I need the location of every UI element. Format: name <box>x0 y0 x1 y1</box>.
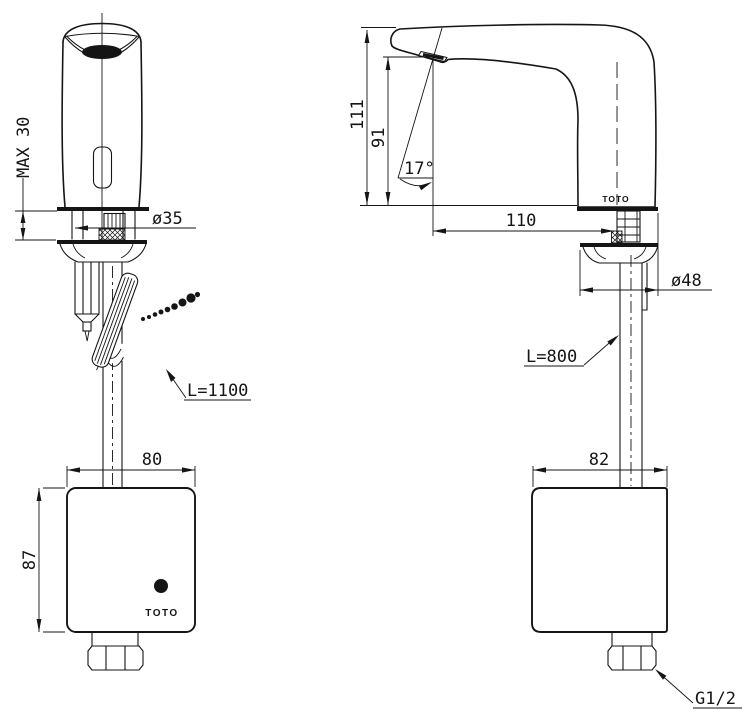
faucet-body-side: TOTO <box>390 23 658 211</box>
controller-box-front: TOTO <box>66 487 196 671</box>
spout-angle-dimension: 17° <box>404 159 435 179</box>
hex-fitting-side <box>607 645 657 671</box>
flange-trumpet-side <box>582 246 659 264</box>
stream-angle-line <box>397 27 443 179</box>
sensor-window <box>92 146 113 189</box>
mounting-hardware-side <box>580 210 659 264</box>
flange-bar-front <box>57 240 147 244</box>
controller-box-side <box>531 487 668 671</box>
spout-reach-dimension: 110 <box>506 211 537 231</box>
spout-outlet-front <box>82 45 122 59</box>
box-width-dimension-side: 82 <box>589 450 609 470</box>
flange-diameter-dimension: ø48 <box>671 271 702 291</box>
supply-pipe-side <box>619 255 648 489</box>
outlet-height-dimension: 91 <box>369 128 389 148</box>
total-height-dimension: 111 <box>348 99 368 130</box>
thread-size-label: G1/2 <box>695 689 736 709</box>
body-base-bar <box>57 207 149 211</box>
body-base-bar-side <box>577 207 658 211</box>
led-indicator <box>154 579 168 593</box>
box-width-dimension-front: 80 <box>142 450 162 470</box>
controller-box-outline <box>66 487 196 633</box>
packing-hatch-side <box>611 230 623 244</box>
brand-logo-front: TOTO <box>145 608 178 619</box>
brand-logo-side: TOTO <box>602 194 629 204</box>
shank-nut <box>103 212 126 230</box>
max-deck-dimension: MAX 30 <box>14 117 34 178</box>
pull-chain <box>141 291 201 321</box>
faucet-body-front <box>57 13 149 211</box>
dimensions-side: 111 91 17° 110 ø48 <box>348 27 742 709</box>
flange-bar-side <box>580 243 658 247</box>
controller-box-outline-side <box>531 487 668 633</box>
pipe-length-label: L=800 <box>526 347 577 367</box>
side-view: TOTO <box>348 23 742 709</box>
front-view: TOTO MAX 30 ø35 L=1100 <box>14 13 251 671</box>
hose-length-label: L=1100 <box>187 381 248 401</box>
shank-diameter-dimension: ø35 <box>152 209 183 229</box>
threaded-rod <box>74 261 100 342</box>
flexible-hose <box>91 272 201 368</box>
packing-hatch <box>98 228 126 241</box>
dimensions-front: MAX 30 ø35 L=1100 80 87 <box>14 117 251 633</box>
box-height-dimension: 87 <box>20 550 40 570</box>
flange-trumpet-front <box>59 243 147 263</box>
hex-fitting-front <box>87 645 144 671</box>
